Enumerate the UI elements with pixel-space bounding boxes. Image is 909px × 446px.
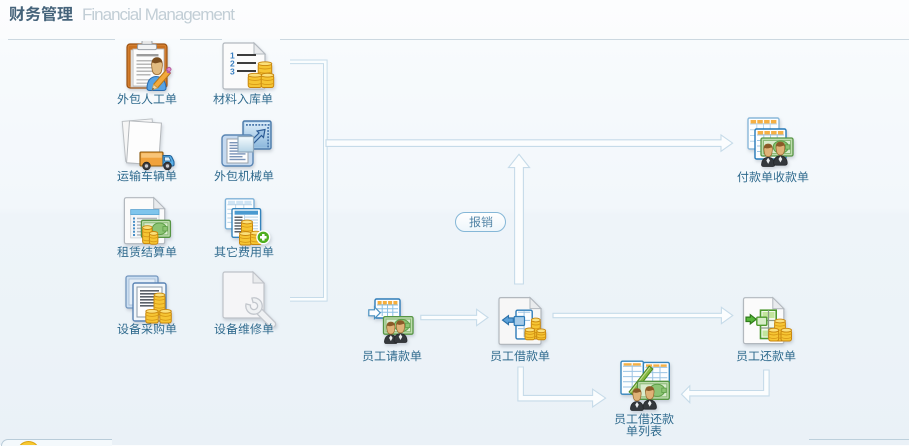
svg-text:3: 3 bbox=[230, 67, 235, 77]
svg-text:1: 1 bbox=[230, 51, 235, 61]
svg-text:2: 2 bbox=[230, 59, 235, 69]
